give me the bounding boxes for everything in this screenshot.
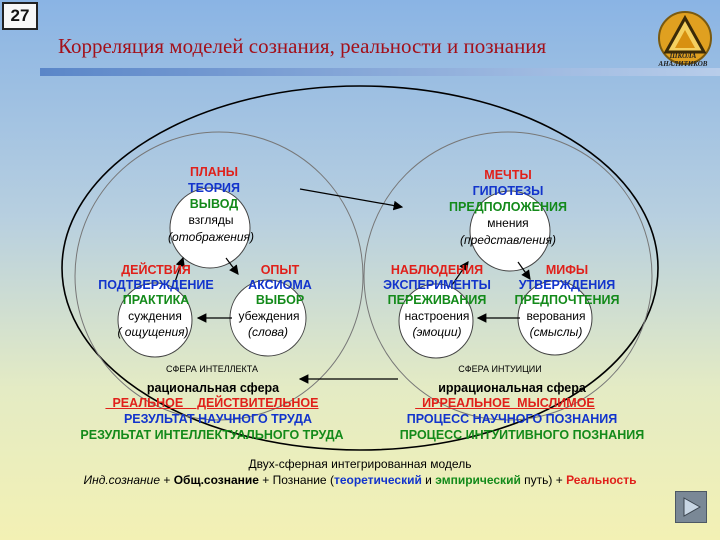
- intellect-line-red: _РЕАЛЬНОЕ__ДЕЙСТВИТЕЛЬНОЕ: [105, 396, 319, 410]
- intellect-sphere-name: рациональная сфера: [146, 381, 280, 395]
- intellect-right-circle1: убеждения: [238, 309, 300, 323]
- model-caption: Двух-сферная интегрированная модель Инд.…: [84, 456, 637, 488]
- model-path: путь): [520, 473, 553, 487]
- intuition-sphere-label: СФЕРА ИНТУИЦИИ: [458, 364, 542, 374]
- intuition-circle-left: [398, 283, 474, 359]
- intellect-right-l3: ВЫБОР: [255, 293, 305, 307]
- play-arrow-icon: [683, 497, 702, 517]
- intuition-right-l3: ПРЕДПОЧТЕНИЯ: [514, 293, 620, 307]
- logo-text: ШКОЛА АНАЛИТИКОВ: [658, 52, 708, 68]
- intuition-line-red: _ИРРЕАЛЬНОЕ_МЫСЛИМОЕ: [415, 396, 595, 410]
- intellect-top-l2: ТЕОРИЯ: [187, 181, 241, 195]
- intellect-line-green: РЕЗУЛЬТАТ ИНТЕЛЛЕКТУАЛЬНОГО ТРУДА: [80, 428, 344, 442]
- intuition-right-l2: УТВЕРЖДЕНИЯ: [518, 278, 616, 292]
- model-plus-1: +: [160, 473, 174, 487]
- outer-ellipse: [61, 85, 659, 451]
- model-part-collective: Общ.сознание: [173, 473, 259, 487]
- intuition-top-l2: ГИПОТЕЗЫ: [472, 184, 544, 198]
- model-part-individual: Инд.сознание: [83, 473, 161, 487]
- model-and: и: [421, 473, 436, 487]
- arrow-intellect-left-top: [174, 256, 185, 283]
- intuition-sphere-name: иррациональная сфера: [438, 381, 586, 395]
- intellect-sphere: [74, 131, 364, 421]
- intuition-top-l3: ПРЕДПОЛОЖЕНИЯ: [449, 200, 567, 214]
- intuition-left-l2: ЭКСПЕРИМЕНТЫ: [383, 278, 491, 292]
- intuition-left-l3: ПЕРЕЖИВАНИЯ: [387, 293, 487, 307]
- slide-title: Корреляция моделей сознания, реальности …: [58, 34, 547, 58]
- model-plus-2: +: [258, 473, 273, 487]
- intuition-top-circle1: мнения: [487, 216, 529, 230]
- arrow-top-between: [299, 188, 404, 211]
- model-part-cognition: Познание (: [272, 473, 334, 487]
- intuition-left-circle2: (эмоции): [412, 325, 462, 339]
- intellect-circle-top: [169, 187, 251, 269]
- intellect-sphere-label: СФЕРА ИНТЕЛЛЕКТА: [166, 364, 258, 374]
- slide-number: 27: [2, 2, 38, 30]
- next-slide-button[interactable]: [675, 491, 707, 523]
- intuition-line-green: ПРОЦЕСС ИНТУИТИВНОГО ПОЗНАНИЯ: [399, 428, 645, 442]
- school-logo: [658, 11, 712, 65]
- intuition-right-l1: МИФЫ: [545, 263, 589, 277]
- intellect-top-circle2: (отображения): [168, 230, 254, 244]
- model-theoretical: теоретический: [333, 473, 422, 487]
- intuition-line-blue: ПРОЦЕСС НАУЧНОГО ПОЗНАНИЯ: [406, 412, 618, 426]
- arrow-intuition-left-top: [451, 261, 469, 286]
- intuition-top-l1: МЕЧТЫ: [484, 168, 532, 182]
- intellect-top-circle1: взгляды: [188, 213, 234, 227]
- intuition-right-circle1: верования: [526, 309, 586, 323]
- intuition-left-circle1: настроения: [404, 309, 470, 323]
- model-formula: Инд.сознание + Общ.сознание + Познание (…: [84, 472, 637, 488]
- header-band: [40, 68, 720, 76]
- intellect-right-l1: ОПЫТ: [260, 263, 300, 277]
- intuition-left-l1: НАБЛЮДЕНИЯ: [390, 263, 484, 277]
- arrow-intuition-top-right: [517, 261, 531, 280]
- intellect-top-l1: ПЛАНЫ: [189, 165, 239, 179]
- intellect-left-circle2: ( ощущения): [117, 325, 189, 339]
- intellect-left-l3: ПРАКТИКА: [122, 293, 190, 307]
- intellect-circle-left: [117, 282, 193, 358]
- intuition-sphere: [363, 131, 653, 421]
- intellect-left-circle1: суждения: [128, 309, 182, 323]
- intuition-circle-top: [469, 190, 551, 272]
- intellect-right-circle2: (слова): [247, 325, 289, 339]
- intellect-left-l1: ДЕЙСТВИЯ: [121, 263, 191, 277]
- intellect-right-l2: АКСИОМА: [248, 278, 312, 292]
- intellect-left-l2: ПОДТВЕРЖДЕНИЕ: [98, 278, 214, 292]
- model-reality: Реальность: [566, 473, 637, 487]
- intellect-top-l3: ВЫВОД: [189, 197, 239, 211]
- intuition-right-circle2: (смыслы): [529, 325, 583, 339]
- model-empirical: эмпирический: [435, 473, 521, 487]
- arrow-intellect-top-right: [225, 257, 239, 275]
- intuition-top-circle2: (представления): [460, 233, 556, 247]
- model-plus-3: +: [552, 473, 567, 487]
- intellect-line-blue: РЕЗУЛЬТАТ НАУЧНОГО ТРУДА: [123, 412, 313, 426]
- model-title: Двух-сферная интегрированная модель: [248, 457, 472, 471]
